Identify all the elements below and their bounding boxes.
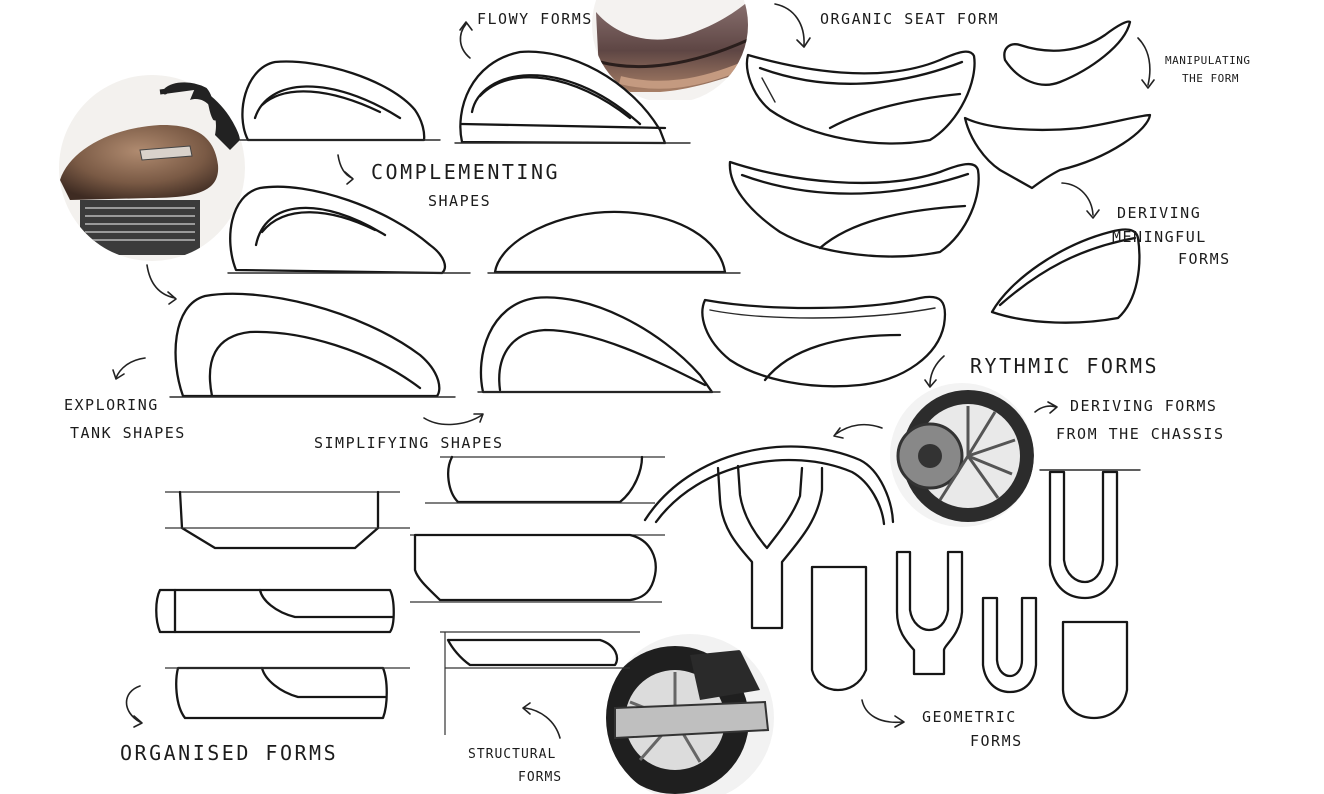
fender-fork-sketch bbox=[643, 445, 895, 630]
label-deriving-2: Meningful bbox=[1112, 228, 1207, 246]
organised-forms bbox=[155, 490, 410, 720]
label-manipulating-2: the Form bbox=[1182, 72, 1239, 85]
seat-photo bbox=[592, 0, 748, 100]
label-organised: Organised Forms bbox=[120, 741, 338, 765]
seat-sketch-2 bbox=[728, 160, 980, 258]
label-rythmic: Rythmic Forms bbox=[970, 354, 1159, 378]
label-complementing-2: Shapes bbox=[428, 192, 491, 210]
label-manipulating-1: Manipulating bbox=[1165, 54, 1250, 67]
seat-sketch-6 bbox=[990, 228, 1141, 324]
tank-sketch-2 bbox=[454, 50, 691, 145]
label-structural-1: Structural bbox=[468, 747, 556, 762]
wheel-photo bbox=[890, 383, 1034, 527]
tank-sketch-3 bbox=[227, 185, 471, 275]
tank-sketch-4 bbox=[487, 210, 741, 274]
label-exploring-1: Exploring bbox=[64, 396, 159, 414]
label-deriving-1: Deriving bbox=[1117, 204, 1201, 222]
structural-forms bbox=[410, 455, 665, 735]
geometric-forms bbox=[810, 469, 1141, 720]
label-geometric-2: Forms bbox=[970, 732, 1023, 750]
label-structural-2: Forms bbox=[518, 770, 562, 785]
label-exploring-2: Tank Shapes bbox=[70, 424, 186, 442]
seat-sketch-4 bbox=[1003, 20, 1132, 86]
label-simplifying: Simplifying Shapes bbox=[314, 434, 504, 452]
exhaust-photo bbox=[606, 634, 774, 794]
label-complementing-1: Complementing bbox=[371, 160, 560, 184]
tank-sketch-1 bbox=[239, 60, 441, 142]
seat-sketch-3 bbox=[701, 295, 947, 388]
label-chassis-1: Deriving Forms bbox=[1070, 397, 1217, 415]
label-deriving-3: Forms bbox=[1178, 250, 1231, 268]
annotation-arrows bbox=[112, 3, 1155, 739]
tank-sketch-5 bbox=[169, 292, 456, 398]
label-flowy-forms: Flowy Forms bbox=[477, 10, 593, 28]
seat-sketch-1 bbox=[745, 50, 976, 145]
tank-photo bbox=[59, 75, 245, 261]
label-organic-seat-form: Organic Seat Form bbox=[820, 10, 999, 28]
tank-sketch-6 bbox=[477, 296, 721, 394]
label-geometric-1: Geometric bbox=[922, 708, 1017, 726]
seat-sketch-5 bbox=[963, 113, 1152, 190]
label-chassis-2: from the Chassis bbox=[1056, 425, 1225, 443]
